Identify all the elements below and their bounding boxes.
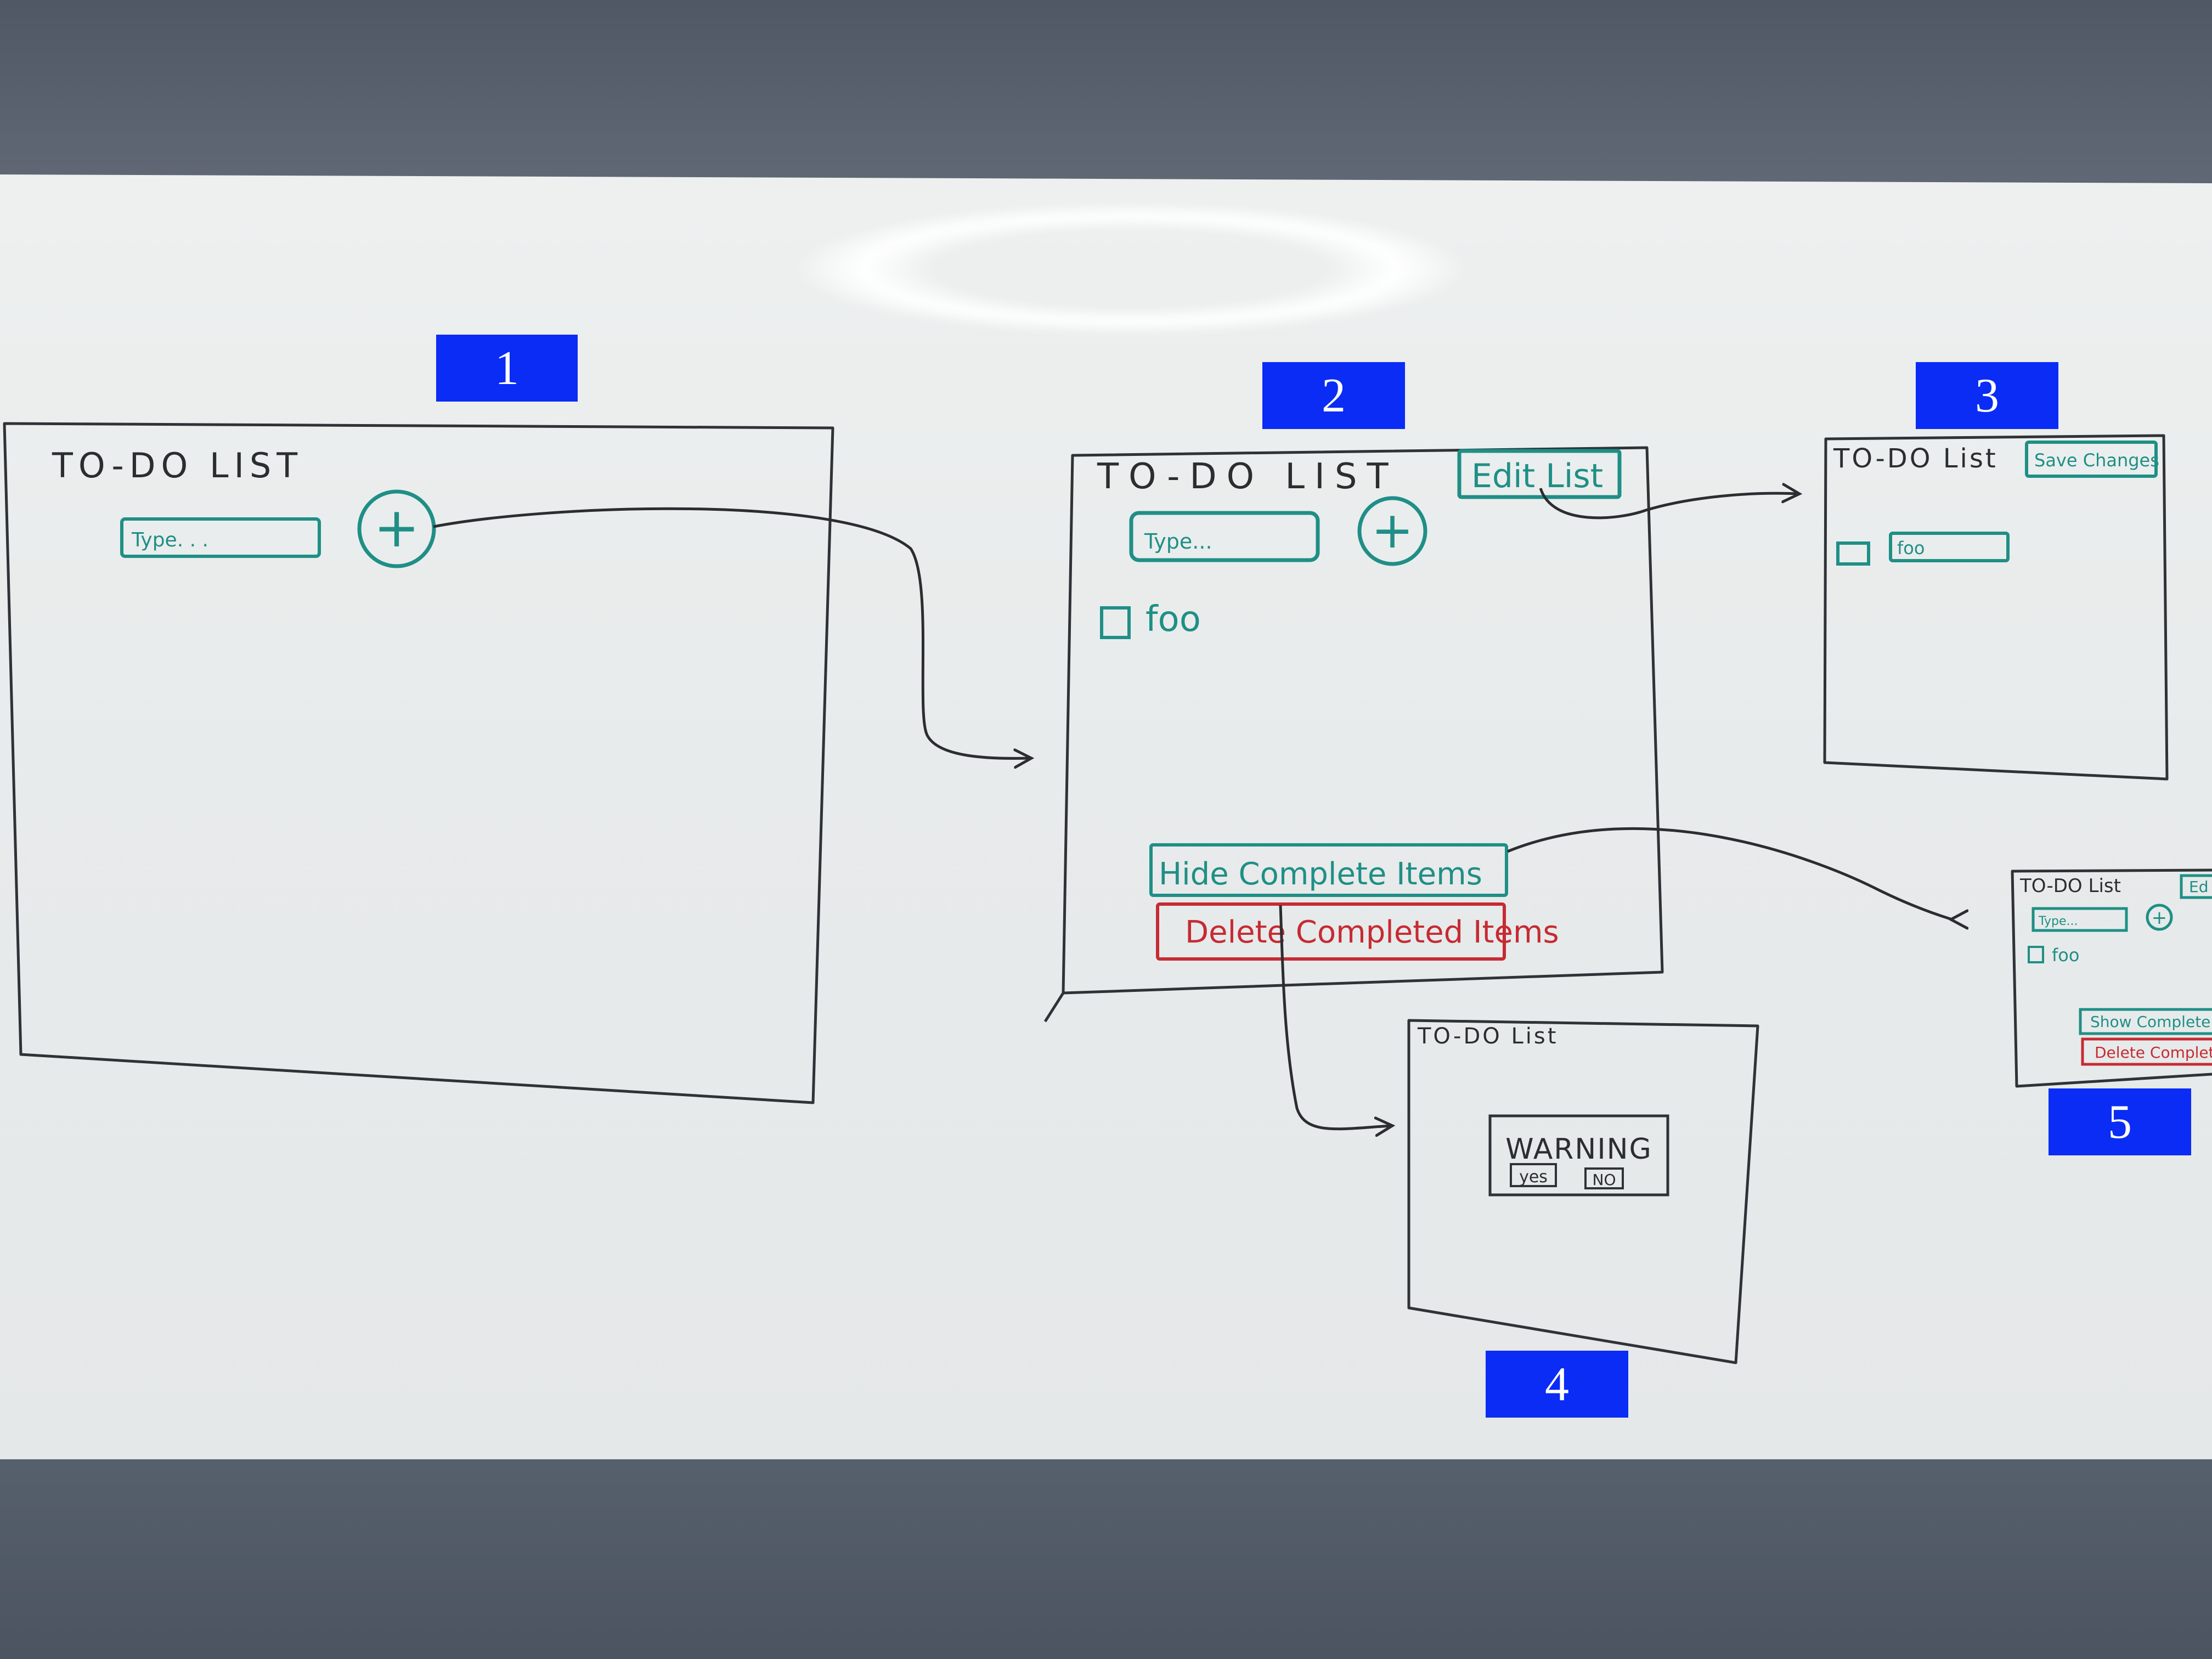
screen-3-save-changes-button[interactable] xyxy=(2025,441,2158,478)
screen-2-edit-list-label: Edit List xyxy=(1471,457,1603,495)
screen-3: TO-DO List Save Changes foo xyxy=(1823,434,2169,781)
arrow-screen2-to-screen3 xyxy=(1539,488,1798,520)
screen-5-item-label: foo xyxy=(2052,945,2079,966)
screen-2-delete-completed-label: Delete Completed Items xyxy=(1185,915,1559,950)
screen-5-add-button[interactable] xyxy=(2146,904,2173,931)
screen-3-title: TO-DO List xyxy=(1833,443,1998,474)
screen-2-edit-list-button[interactable] xyxy=(1457,449,1622,499)
wall-background-top xyxy=(0,0,2212,181)
arrow-screen1-to-screen2 xyxy=(433,507,1030,758)
screen-2-hide-complete-label: Hide Complete Items xyxy=(1159,856,1482,892)
screen-2-input-placeholder: Type... xyxy=(1144,529,1212,554)
screen-5-show-complete-button[interactable] xyxy=(2079,1008,2212,1035)
screen-4-frame xyxy=(1407,1019,1759,1364)
wall-background-bottom xyxy=(0,1459,2212,1659)
screen-5-frame xyxy=(2011,868,2212,1088)
warning-no-label: NO xyxy=(1593,1171,1616,1189)
screen-1: TO-DO LIST Type. . . + xyxy=(3,422,834,1104)
screen-5-item-checkbox[interactable] xyxy=(2028,946,2044,963)
screen-1-title: TO-DO LIST xyxy=(52,445,303,486)
screen-4: TO-DO List WARNING yes NO xyxy=(1407,1019,1759,1364)
screen-1-input-field[interactable] xyxy=(120,517,321,558)
screen-5-input-field[interactable] xyxy=(2032,907,2128,932)
screen-5: TO-DO List Ed Type... + foo Show Complet… xyxy=(2011,868,2212,1088)
warning-yes-label: yes xyxy=(1519,1167,1548,1187)
light-glare xyxy=(768,198,1492,340)
screen-5-delete-completed-label: Delete Complet xyxy=(2095,1043,2212,1062)
screen-5-title: TO-DO List xyxy=(2019,875,2121,897)
screen-2-item-label: foo xyxy=(1146,599,1201,640)
warning-dialog-text: WARNING xyxy=(1505,1133,1652,1166)
screen-5-edit-label: Ed xyxy=(2189,878,2208,896)
screen-2-title: TO-DO LIST xyxy=(1097,456,1398,497)
screen-2-add-icon: + xyxy=(1371,501,1413,560)
screen-2-frame xyxy=(1062,446,1664,995)
screen-1-add-button[interactable] xyxy=(357,489,436,568)
screen-5-add-icon: + xyxy=(2152,907,2168,929)
screen-1-add-icon: + xyxy=(374,495,420,560)
screen-2-delete-completed-button[interactable] xyxy=(1156,902,1506,961)
screen-3-number-badge: 3 xyxy=(1916,362,2058,429)
screen-3-item-checkbox[interactable] xyxy=(1836,541,1870,566)
screen-2-input-field[interactable] xyxy=(1129,511,1320,562)
screen-3-frame xyxy=(1823,434,2169,781)
screen-2-hide-complete-button[interactable] xyxy=(1149,843,1508,897)
arrow-screen2-to-screen4 xyxy=(1279,905,1391,1129)
screen-2-number-badge: 2 xyxy=(1262,362,1405,429)
screen-1-input-placeholder: Type. . . xyxy=(131,529,208,551)
screen-3-item-edit-field[interactable] xyxy=(1889,532,2010,562)
screen-2-add-button[interactable] xyxy=(1357,496,1427,566)
screen-2-frame-bottom-edge xyxy=(1043,992,1065,1023)
screen-5-number-badge: 5 xyxy=(2049,1088,2191,1155)
screen-5-delete-completed-button[interactable] xyxy=(2081,1037,2212,1066)
warning-yes-button[interactable] xyxy=(1510,1163,1557,1187)
screen-2-item-checkbox[interactable] xyxy=(1100,606,1131,639)
screen-3-save-changes-label: Save Changes xyxy=(2034,450,2159,471)
screen-5-show-complete-label: Show Complete xyxy=(2090,1013,2210,1031)
screen-2: TO-DO LIST Edit List Type... + foo Hide … xyxy=(1043,446,1664,1023)
arrow-screen2-to-screen5 xyxy=(1507,827,1952,919)
warning-dialog xyxy=(1488,1114,1669,1197)
screen-1-number-badge: 1 xyxy=(436,335,578,402)
screen-4-title: TO-DO List xyxy=(1417,1024,1558,1049)
warning-no-button[interactable] xyxy=(1584,1167,1624,1189)
screen-3-item-value: foo xyxy=(1897,538,1925,558)
screen-4-number-badge: 4 xyxy=(1486,1351,1628,1418)
screen-5-input-placeholder: Type... xyxy=(2038,915,2078,928)
screen-5-edit-button[interactable] xyxy=(2180,874,2212,899)
whiteboard xyxy=(0,174,2212,1461)
screen-1-frame xyxy=(3,422,834,1104)
